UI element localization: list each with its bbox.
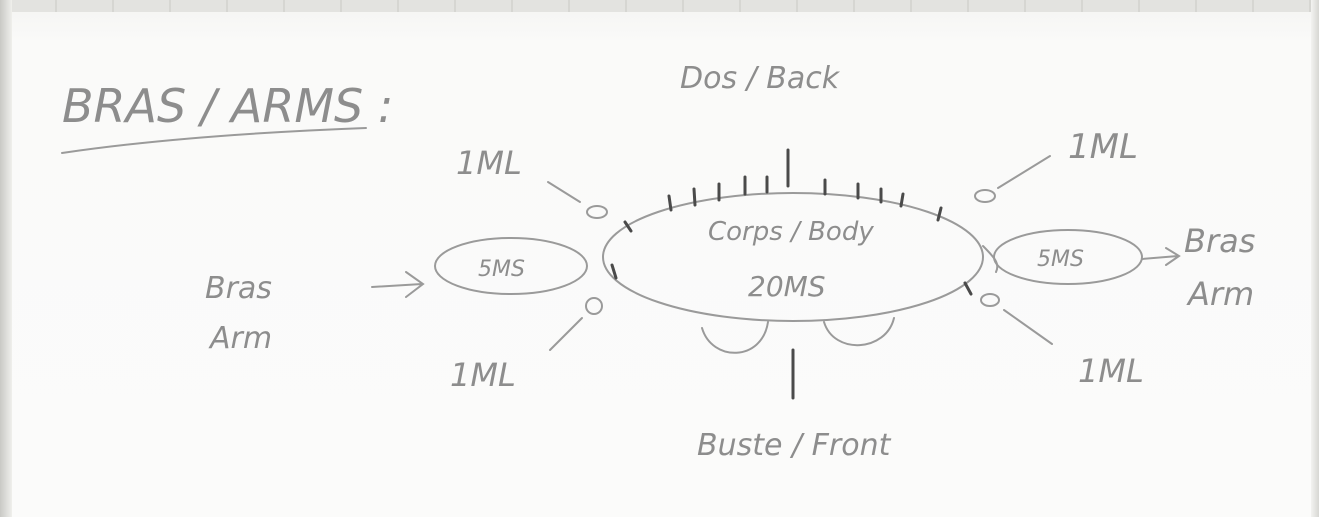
back-label: Dos / Back: [680, 61, 841, 96]
ml-bottom-left-label: 1ML: [450, 356, 516, 394]
ml-top-left-label: 1ML: [456, 144, 522, 182]
left-arm-label-line2: Arm: [208, 321, 272, 356]
front-cup-left: [701, 321, 769, 354]
right-connector: [982, 245, 999, 273]
ml-bottom-right-label: 1ML: [1078, 352, 1144, 390]
ml-bottom-left-line: [549, 317, 583, 351]
ml-bottom-right-line: [1003, 309, 1053, 345]
diagram-title: BRAS / ARMS :: [62, 79, 393, 133]
back-ticks: [610, 148, 973, 296]
left-arm-label-line1: Bras: [205, 271, 272, 306]
right-arm-label-line1: Bras: [1184, 222, 1255, 260]
right-slot-label: 5MS: [1037, 247, 1084, 272]
front-cup-right: [823, 317, 895, 347]
left-border: [0, 0, 12, 517]
front-label: Buste / Front: [697, 428, 892, 463]
ml-top-right-line: [997, 155, 1051, 189]
right-arm-arrow: [1141, 247, 1181, 266]
ml-top-left-ring: [586, 205, 608, 219]
body-ellipse: [602, 192, 984, 322]
ml-top-right-label: 1ML: [1068, 127, 1138, 167]
left-arm-arrow: [371, 271, 425, 298]
right-slot-ellipse: [993, 229, 1143, 285]
right-arm-label-line2: Arm: [1186, 275, 1254, 313]
left-slot-label: 5MS: [478, 257, 525, 282]
ml-bottom-left-ring: [585, 297, 603, 315]
right-border: [1311, 0, 1319, 517]
left-slot-ellipse: [434, 237, 588, 295]
ml-bottom-right-ring: [980, 293, 1000, 307]
ml-top-left-line: [547, 181, 581, 203]
top-border: [0, 0, 1319, 12]
title-underline: [61, 127, 367, 154]
body-value-label: 20MS: [748, 270, 826, 303]
body-name-label: Corps / Body: [708, 217, 874, 247]
ml-top-right-ring: [974, 189, 996, 203]
